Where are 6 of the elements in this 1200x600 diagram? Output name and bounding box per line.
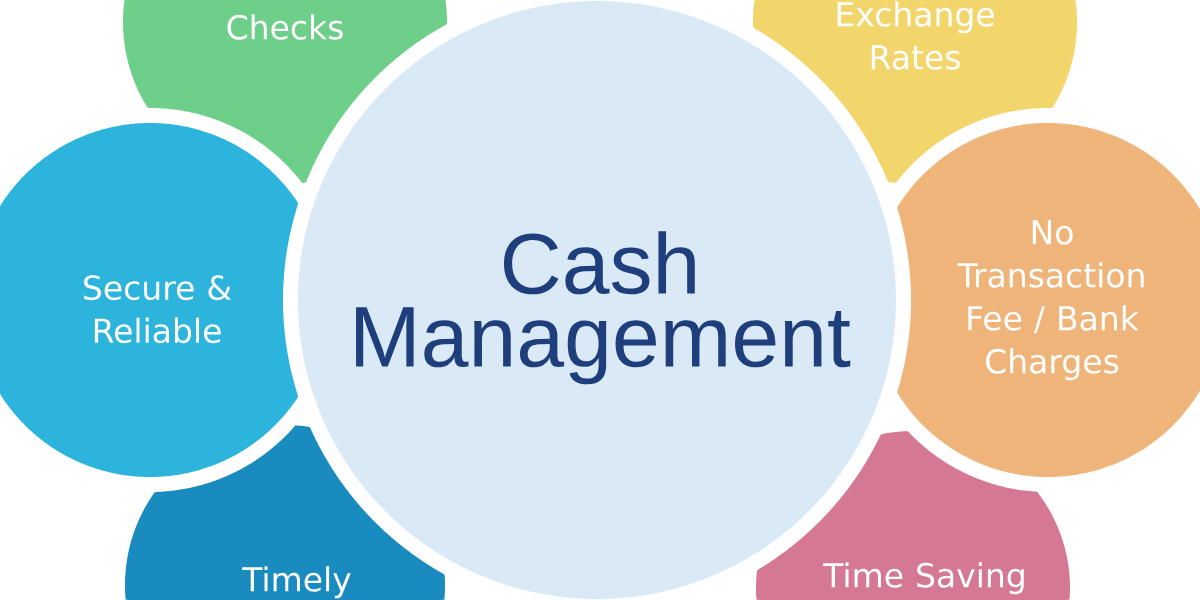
petal: No Transaction Fee / Bank Charges: [897, 123, 1200, 477]
petal: Checks: [123, 0, 447, 184]
petal: Time Saving: [756, 431, 1070, 600]
petal: Exchange Rates: [753, 0, 1077, 183]
petal: Timely: [125, 425, 445, 600]
petal: Secure & Reliable: [0, 123, 299, 477]
